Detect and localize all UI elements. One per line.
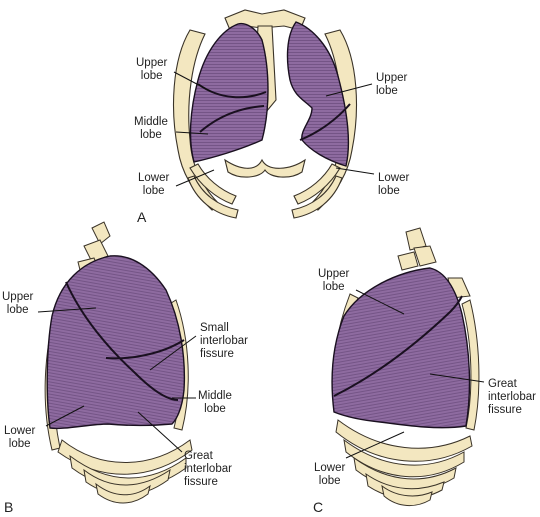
- panel-a-left-lung: [286, 21, 350, 167]
- label-c-lower-lobe: Lower lobe: [314, 462, 346, 487]
- panel-c-spine: [397, 227, 471, 299]
- label-a-lower-lobe-left: Lower lobe: [378, 172, 410, 197]
- panel-a-right-lung: [189, 22, 269, 163]
- panel-a-figure: [173, 9, 375, 219]
- panel-c-ribs: [333, 293, 480, 506]
- panel-c-figure: [331, 227, 485, 506]
- label-a-upper-lobe-left: Upper lobe: [376, 72, 408, 97]
- panel-c-lung: [331, 267, 471, 429]
- panel-a-leader-lines: [173, 71, 375, 187]
- label-c-great-interlobar-fissure: Great interlobar fissure: [488, 378, 536, 416]
- panel-b-letter: B: [4, 499, 14, 515]
- label-c-upper-lobe: Upper lobe: [318, 268, 350, 293]
- panel-a-letter: A: [137, 209, 147, 225]
- panel-c-leader-lines: [345, 289, 485, 459]
- panel-b-figure: [37, 221, 197, 504]
- label-b-great-interlobar-fissure: Great interlobar fissure: [184, 450, 232, 488]
- label-a-upper-lobe-right: Upper lobe: [136, 57, 168, 82]
- label-b-middle-lobe: Middle lobe: [198, 390, 232, 415]
- panel-b-leader-lines: [37, 307, 197, 453]
- label-b-upper-lobe: Upper lobe: [2, 291, 34, 316]
- label-a-lower-lobe-right: Lower lobe: [138, 172, 170, 197]
- panel-c-letter: C: [313, 499, 324, 515]
- label-b-small-interlobar-fissure: Small interlobar fissure: [200, 322, 248, 360]
- label-a-middle-lobe: Middle lobe: [134, 116, 168, 141]
- panel-b-lung: [46, 255, 186, 430]
- label-b-lower-lobe: Lower lobe: [4, 425, 36, 450]
- panel-c-great-fissure: [333, 295, 463, 397]
